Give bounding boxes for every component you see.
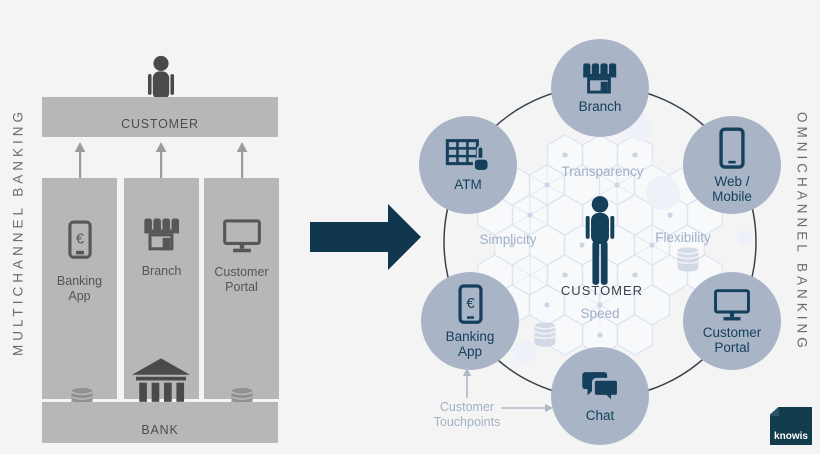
storefront-icon bbox=[142, 218, 182, 252]
svg-text:€: € bbox=[466, 296, 475, 312]
channel-column-banking-app: € Banking App bbox=[42, 178, 117, 399]
logo-text: knowis bbox=[774, 431, 808, 442]
customer-bar: CUSTOMER bbox=[42, 97, 278, 137]
channel-label: ATM bbox=[454, 176, 482, 192]
monitor-icon bbox=[713, 288, 751, 321]
channel-column-customer-portal: Customer Portal bbox=[204, 178, 279, 399]
phone-euro-icon: € bbox=[458, 284, 483, 325]
center-customer-label: CUSTOMER bbox=[560, 283, 644, 298]
channel-label: Chat bbox=[585, 408, 615, 423]
knowis-logo: knowis bbox=[770, 407, 812, 445]
phone-euro-icon: € bbox=[67, 218, 92, 262]
up-arrow-icon bbox=[461, 368, 473, 398]
keyword-transparency: Transparency bbox=[561, 164, 644, 179]
channel-circle-banking-app: € Banking App bbox=[421, 272, 519, 370]
channel-label: Web / Mobile bbox=[712, 173, 752, 204]
channel-circle-atm: ATM bbox=[419, 116, 517, 214]
channel-circle-branch: Branch bbox=[551, 39, 649, 137]
channel-label: Banking App bbox=[445, 328, 495, 359]
transformation-arrow-icon bbox=[308, 200, 424, 274]
bank-bar: BANK bbox=[42, 402, 278, 443]
svg-text:€: € bbox=[75, 232, 83, 248]
logo-fold-corner bbox=[770, 407, 779, 416]
keyword-speed: Speed bbox=[580, 306, 620, 321]
monitor-icon bbox=[222, 218, 262, 253]
chat-bubbles-icon bbox=[579, 369, 621, 404]
channel-circle-web-mobile: Web / Mobile bbox=[683, 116, 781, 214]
keyword-simplicity: Simplicity bbox=[479, 232, 537, 247]
channel-label: Customer Portal bbox=[214, 265, 269, 294]
bank-bar-label: BANK bbox=[141, 423, 179, 437]
channel-circle-customer-portal: Customer Portal bbox=[683, 272, 781, 370]
customer-person-icon bbox=[577, 194, 623, 286]
multichannel-banking-side-label: MULTICHANNEL BANKING bbox=[10, 107, 26, 357]
channel-label: Branch bbox=[141, 264, 182, 278]
channel-circle-chat: Chat bbox=[551, 347, 649, 445]
smartphone-icon bbox=[719, 127, 745, 170]
channel-label: Customer Portal bbox=[702, 324, 762, 355]
customer-bar-label: CUSTOMER bbox=[121, 117, 199, 131]
channel-label: Branch bbox=[578, 98, 622, 114]
storefront-icon bbox=[581, 62, 619, 95]
keyword-flexibility: Flexibility bbox=[655, 230, 711, 245]
right-arrow-icon bbox=[501, 402, 553, 414]
atm-keypad-hand-icon bbox=[445, 139, 491, 173]
channel-label: Banking App bbox=[56, 274, 103, 303]
customer-touchpoints-label: Customer Touchpoints bbox=[433, 400, 501, 429]
omnichannel-banking-side-label: OMNICHANNEL BANKING bbox=[794, 112, 810, 352]
